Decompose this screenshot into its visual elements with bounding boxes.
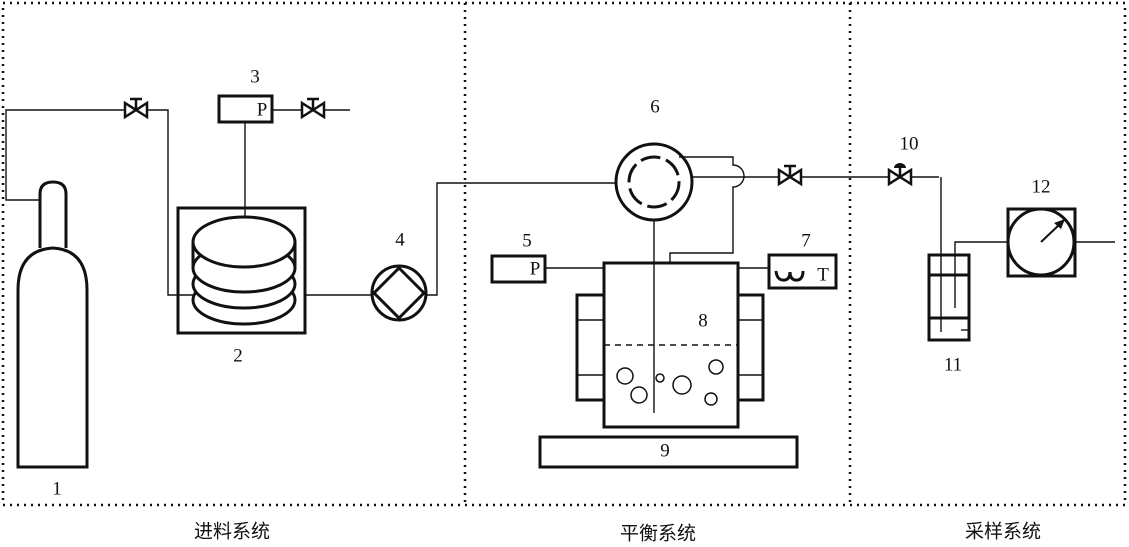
label-7: 7	[801, 230, 811, 251]
valve-icon[interactable]	[123, 97, 149, 119]
stirrer-base-9	[538, 435, 799, 469]
coil-bath-2	[176, 206, 307, 335]
gas-meter-12	[1006, 207, 1077, 278]
equilibrium-vessel-8	[575, 261, 765, 429]
pressure-symbol: P	[530, 258, 541, 279]
label-3: 3	[250, 66, 260, 87]
pump-4	[370, 264, 428, 322]
label-11: 11	[944, 354, 962, 375]
gas-cylinder	[16, 180, 89, 469]
temperature-symbol: T	[817, 264, 829, 285]
valve-icon[interactable]	[300, 97, 326, 119]
label-8: 8	[698, 310, 708, 331]
valve-icon[interactable]	[777, 164, 803, 186]
section-title-equilibrium: 平衡系统	[620, 523, 696, 545]
label-4: 4	[395, 229, 405, 250]
section-boundaries	[1, 1, 1127, 507]
section-title-feed: 进料系统	[194, 521, 270, 543]
label-10: 10	[900, 133, 919, 154]
label-1: 1	[52, 478, 62, 499]
label-5: 5	[522, 230, 532, 251]
label-9: 9	[660, 440, 670, 461]
valve-10[interactable]	[887, 163, 913, 187]
label-12: 12	[1032, 176, 1051, 197]
coil-icon	[191, 215, 297, 326]
absorber-11	[927, 177, 1008, 342]
temperature-controller-7	[767, 253, 838, 290]
pressure-symbol: P	[257, 99, 268, 120]
pressure-gauge-5	[490, 254, 547, 284]
feed-pipe	[5, 109, 196, 296]
label-2: 2	[233, 345, 243, 366]
bubbles-icon	[616, 359, 724, 406]
label-6: 6	[650, 96, 660, 117]
stirrer-6	[614, 142, 694, 222]
section-title-sampling: 采样系统	[965, 521, 1041, 543]
